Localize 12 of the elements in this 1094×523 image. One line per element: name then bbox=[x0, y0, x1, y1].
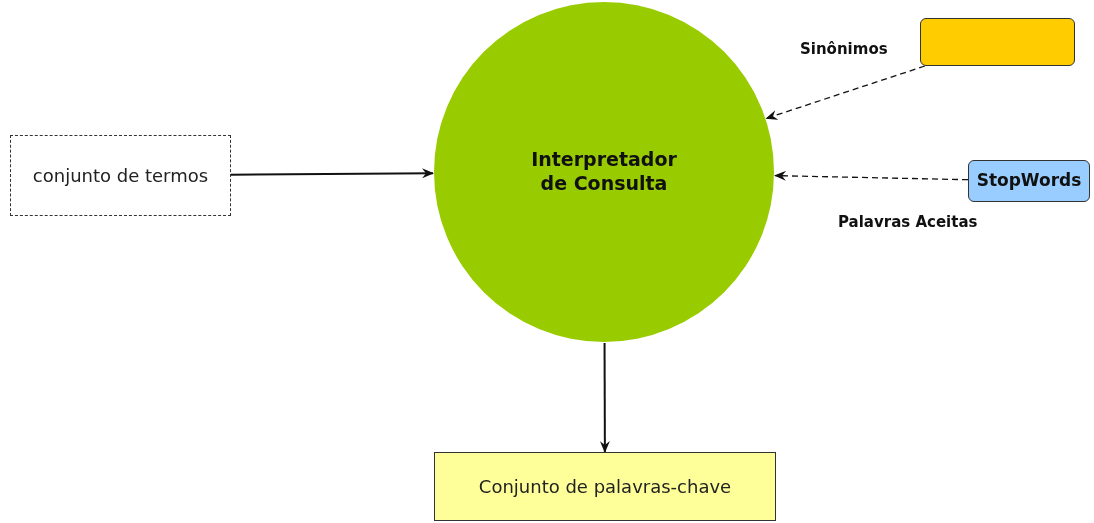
input-box bbox=[10, 135, 231, 216]
node-label: conjunto de termos bbox=[32, 164, 209, 188]
output-box bbox=[434, 452, 776, 521]
node-label: Conjunto de palavras-chave bbox=[478, 475, 732, 499]
node-label: Interpretador de Consulta bbox=[530, 148, 678, 196]
source-box bbox=[968, 160, 1090, 202]
arrow bbox=[773, 170, 969, 181]
node-label: StopWords bbox=[976, 169, 1082, 193]
arrow bbox=[599, 342, 610, 453]
arrow bbox=[765, 65, 926, 120]
source-box bbox=[920, 18, 1075, 66]
arrow bbox=[230, 168, 434, 179]
